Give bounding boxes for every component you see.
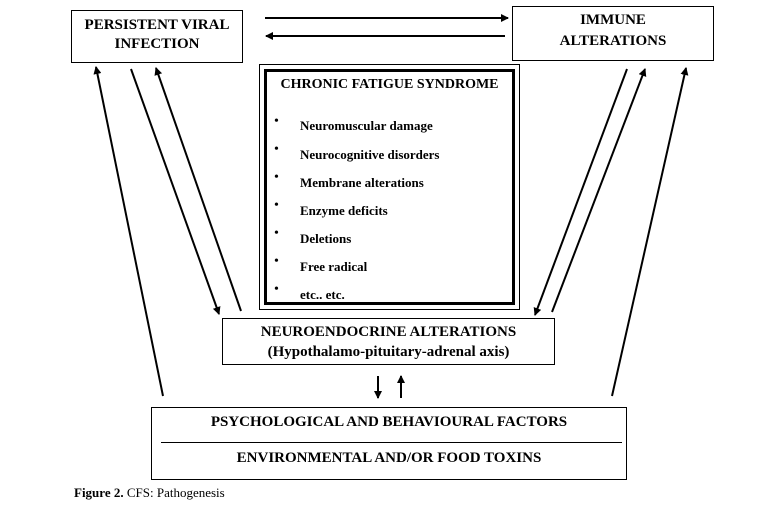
node-immune-alterations: IMMUNE ALTERATIONS: [512, 6, 714, 61]
cfs-box-inner-border: [264, 69, 515, 305]
viral-line-2: INFECTION: [114, 36, 200, 52]
bullet-icon: •: [274, 170, 279, 185]
cfs-item: Enzyme deficits: [300, 203, 388, 218]
neuro-line-2: (Hypothalamo-pituitary-adrenal axis): [267, 344, 510, 360]
viral-line-1: PERSISTENT VIRAL: [84, 17, 230, 33]
caption-label: Figure 2.: [74, 485, 124, 500]
arrow-neuro-to-viral: [154, 67, 242, 312]
arrow-bottom-to-immune: [611, 67, 689, 397]
bullet-icon: •: [274, 142, 279, 157]
node-persistent-viral-infection: PERSISTENT VIRAL INFECTION: [71, 10, 243, 63]
bullet-icon: •: [274, 254, 279, 269]
neuro-line-1: NEUROENDOCRINE ALTERATIONS: [260, 324, 517, 340]
immune-line-1: IMMUNE: [580, 12, 646, 28]
node-psychological-environmental-factors: PSYCHOLOGICAL AND BEHAVIOURAL FACTORS EN…: [151, 407, 627, 480]
cfs-item: Neuromuscular damage: [300, 118, 433, 133]
figure-caption: Figure 2. CFS: Pathogenesis: [74, 485, 225, 501]
cfs-item: Deletions: [300, 231, 352, 246]
cfs-item: Neurocognitive disorders: [300, 147, 440, 162]
immune-line-2: ALTERATIONS: [559, 33, 667, 49]
bullet-icon: •: [274, 282, 279, 297]
psychological-factors-label: PSYCHOLOGICAL AND BEHAVIOURAL FACTORS: [210, 414, 568, 430]
bullet-icon: •: [274, 226, 279, 241]
arrow-neuro-to-immune: [551, 68, 647, 313]
cfs-item: Free radical: [300, 259, 368, 274]
arrow-viral-to-neuro: [130, 68, 221, 315]
cfs-title: CHRONIC FATIGUE SYNDROME: [280, 77, 499, 92]
divider-line: [161, 442, 622, 443]
cfs-item: Membrane alterations: [300, 175, 424, 190]
arrow-immune-to-neuro: [533, 68, 628, 316]
cfs-item: etc.. etc.: [300, 287, 345, 302]
arrow-bottom-to-viral: [93, 66, 164, 397]
node-neuroendocrine-alterations: NEUROENDOCRINE ALTERATIONS (Hypothalamo-…: [222, 318, 555, 365]
caption-text: CFS: Pathogenesis: [123, 485, 225, 500]
bullet-icon: •: [274, 198, 279, 213]
environmental-toxins-label: ENVIRONMENTAL AND/OR FOOD TOXINS: [236, 450, 542, 466]
bullet-icon: •: [274, 114, 279, 129]
